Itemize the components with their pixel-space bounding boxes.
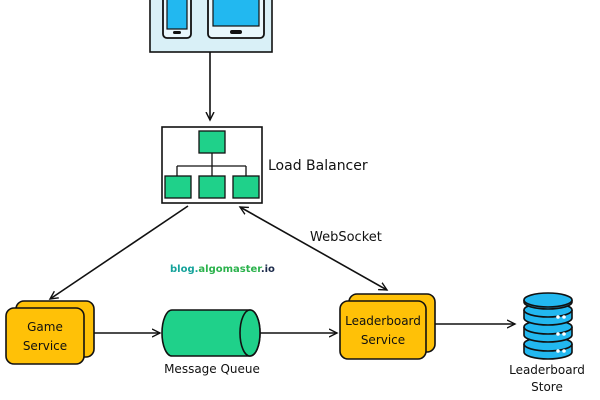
leaderboard-service-node: Leaderboard Service — [339, 293, 436, 360]
watermark-part3: .io — [261, 264, 275, 275]
load-balancer-label: Load Balancer — [268, 158, 368, 174]
game-service-label-line2: Service — [23, 339, 67, 353]
message-queue-node — [161, 309, 261, 357]
tablet-icon — [207, 0, 265, 39]
arrow-lb-leaderboard-websocket — [240, 207, 387, 290]
load-balancer-node — [161, 126, 263, 204]
websocket-label: WebSocket — [310, 230, 382, 245]
network-hierarchy-icon — [164, 130, 260, 199]
database-icon — [523, 292, 573, 360]
leaderboard-store-label-line1: Leaderboard — [509, 363, 585, 377]
leaderboard-store-label-line2: Store — [531, 380, 563, 394]
clients-node — [149, 0, 273, 53]
leaderboard-service-label-line2: Service — [361, 333, 405, 347]
phone-icon — [162, 0, 192, 39]
game-service-label-line1: Game — [27, 320, 63, 334]
game-service-node: Game Service — [5, 300, 95, 365]
message-queue-label: Message Queue — [164, 362, 260, 376]
arrow-lb-to-game-service — [50, 205, 189, 299]
watermark-part1: blog. — [170, 264, 198, 275]
watermark-text: blog.algomaster.io — [170, 264, 275, 275]
watermark-part2: algomaster — [198, 264, 262, 275]
leaderboard-service-label-line1: Leaderboard — [345, 314, 421, 328]
